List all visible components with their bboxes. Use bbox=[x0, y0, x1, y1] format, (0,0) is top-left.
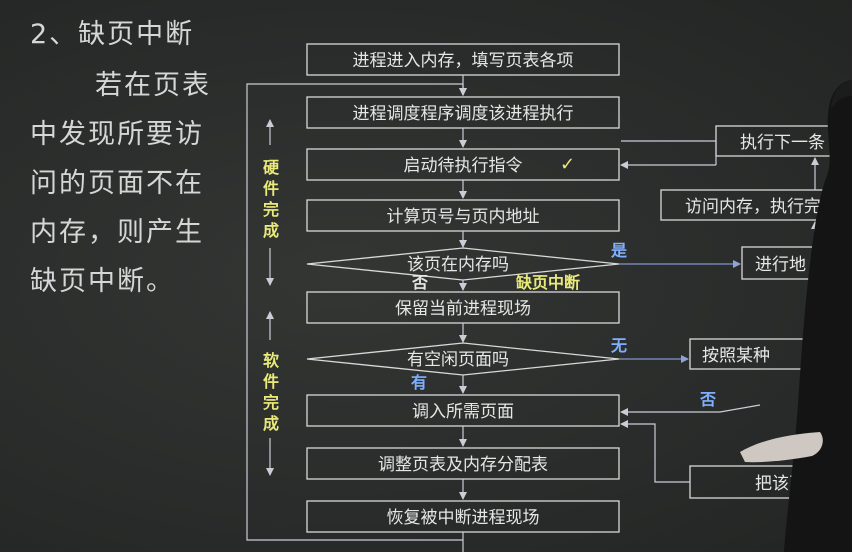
no-connector bbox=[620, 404, 761, 416]
step-schedule: 进程调度程序调度该进程执行 bbox=[353, 104, 574, 124]
check-mark-icon: ✓ bbox=[560, 154, 575, 175]
hardware-label-char: 完 bbox=[263, 200, 279, 219]
address-text: 进行地 bbox=[755, 255, 806, 275]
replacement-text: 按照某种 bbox=[702, 346, 770, 366]
access-memory-box bbox=[660, 189, 852, 221]
no2-label: 否 bbox=[699, 390, 716, 409]
page-fault-label: 缺页中断 bbox=[516, 273, 580, 292]
presenter-hand bbox=[740, 432, 823, 463]
hardware-label-char: 成 bbox=[263, 221, 279, 240]
no-label: 否 bbox=[411, 273, 428, 292]
software-label-char: 成 bbox=[263, 414, 279, 433]
step-load-page: 调入所需页面 bbox=[412, 402, 514, 422]
replacement-box bbox=[689, 338, 852, 370]
step-save-context: 保留当前进程现场 bbox=[395, 299, 531, 319]
step-update-table: 调整页表及内存分配表 bbox=[378, 455, 548, 475]
address-box bbox=[741, 246, 852, 280]
yes-label: 是 bbox=[610, 241, 627, 260]
decision-in-memory: 该页在内存吗 bbox=[407, 255, 509, 275]
software-label-char: 软 bbox=[263, 351, 279, 370]
presenter-hair bbox=[831, 80, 852, 110]
description-line: 若在页表 bbox=[95, 70, 211, 101]
access-memory-text: 访问内存，执行完 bbox=[685, 197, 821, 217]
return-loop-line bbox=[246, 83, 463, 541]
software-label-char: 完 bbox=[263, 393, 279, 412]
write-back-connector bbox=[620, 420, 690, 483]
step-compute-address: 计算页号与页内地址 bbox=[387, 207, 540, 227]
hardware-label-char: 硬 bbox=[263, 158, 280, 177]
step-start-instruction: 启动待执行指令 bbox=[404, 156, 523, 176]
have-label: 有 bbox=[411, 373, 427, 392]
description-line: 问的页面不在 bbox=[30, 168, 204, 199]
step-enter-memory: 进程进入内存，填写页表各项 bbox=[353, 51, 574, 71]
none-label: 无 bbox=[610, 336, 627, 355]
step-restore-context: 恢复被中断进程现场 bbox=[387, 508, 540, 528]
hardware-label-char: 件 bbox=[263, 179, 279, 198]
section-heading: 2、缺页中断 bbox=[30, 19, 195, 50]
description-line: 缺页中断。 bbox=[30, 266, 175, 297]
description-line: 中发现所要访 bbox=[30, 119, 204, 150]
next-instruction-text: 执行下一条 bbox=[740, 133, 825, 153]
decision-free-page: 有空闲页面吗 bbox=[407, 350, 509, 370]
software-label-char: 件 bbox=[263, 372, 279, 391]
description-line: 内存，则产生 bbox=[30, 217, 204, 248]
